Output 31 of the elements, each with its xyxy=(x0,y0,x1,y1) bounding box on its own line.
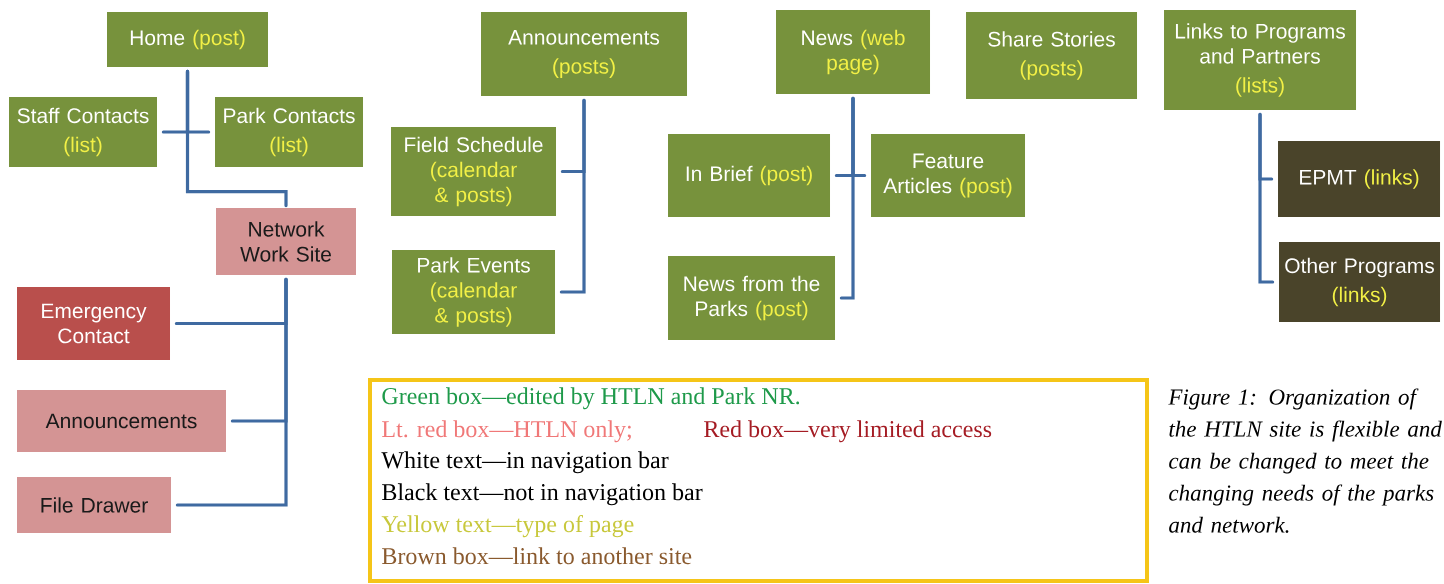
legend-entry: Black text—not in navigation bar xyxy=(382,483,703,506)
page-box: EPMT (links) xyxy=(1278,141,1440,217)
legend-entry: Red box—very limited access xyxy=(704,420,992,443)
page-box: Feature Articles (post) xyxy=(871,134,1025,217)
page-box: Announcements (posts) xyxy=(481,12,687,96)
page-box: Staff Contacts (list) xyxy=(9,97,157,167)
page-box: Field Schedule (calendar & posts) xyxy=(391,127,556,216)
connector-line xyxy=(1258,112,1275,284)
page-box: Park Events (calendar & posts) xyxy=(392,250,555,334)
connector-line xyxy=(175,277,288,507)
figure-caption: Figure 1: Organization of the HTLN site is flexible and can be changed to meet the changing needs of the parks and network. xyxy=(1168,388,1442,533)
page-box: Network Work Site xyxy=(216,208,356,275)
connector-line xyxy=(559,98,586,294)
page-box: Emergency Contact xyxy=(17,287,170,360)
legend-entry: Green box—edited by HTLN and Park NR. xyxy=(382,387,800,410)
connector-line xyxy=(839,96,855,300)
page-box: News from the Parks (post) xyxy=(668,256,835,340)
page-box: Home (post) xyxy=(107,12,268,67)
connector-line xyxy=(185,69,288,208)
page-box: Links to Programs and Partners (lists) xyxy=(1164,10,1356,110)
legend-entry: Yellow text—type of page xyxy=(381,515,634,538)
page-box: In Brief (post) xyxy=(668,134,830,217)
legend-entry: White text—in navigation bar xyxy=(381,451,669,474)
page-box: News (web page) xyxy=(776,10,930,94)
page-box: File Drawer xyxy=(17,477,171,533)
page-box: Announcements xyxy=(17,390,226,452)
legend-entry: Lt. red box—HTLN only; xyxy=(382,420,631,443)
page-box: Park Contacts (list) xyxy=(215,97,363,167)
page-box: Other Programs (links) xyxy=(1279,242,1440,322)
legend-entry: Brown box—link to another site xyxy=(382,547,692,565)
page-box: Share Stories (posts) xyxy=(966,12,1137,99)
